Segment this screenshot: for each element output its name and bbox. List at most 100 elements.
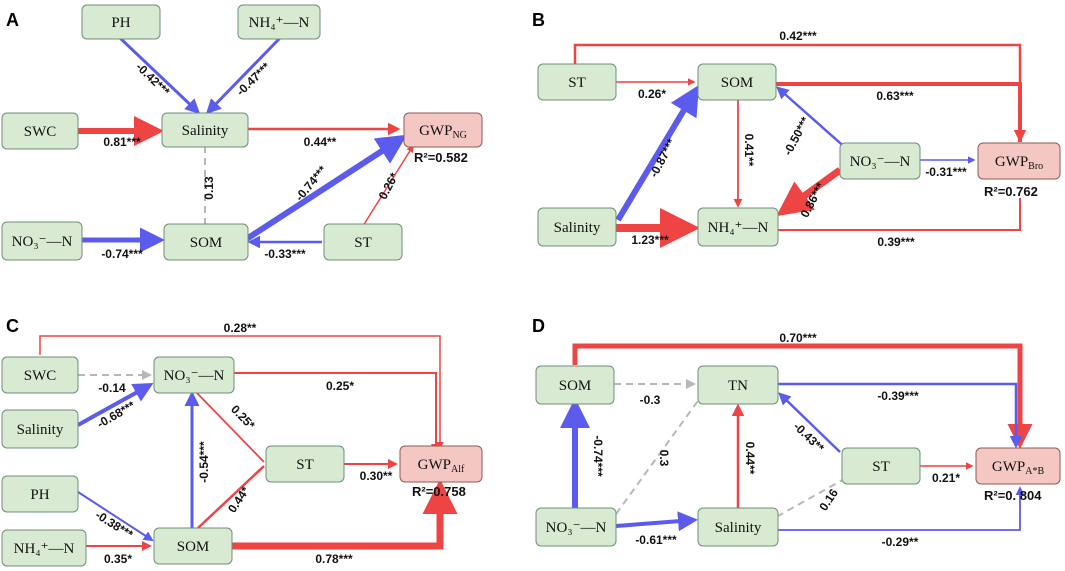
panel-a: A PH NH₄⁺—N SWC Salinity GWPNG R²=0.582 … [1, 4, 483, 261]
coef-d-no3-tn: 0.3 [657, 450, 671, 467]
coef-d-st-salinity: 0.16 [816, 486, 841, 513]
node-b-st [537, 63, 617, 101]
coef-c-swc-no3: -0.14 [98, 381, 126, 395]
coef-c-ph-som: -0.38*** [93, 508, 136, 542]
edge-b-no3-nh4 [776, 167, 843, 217]
node-b-gwp [977, 142, 1061, 180]
edge-a-nh4-salinity [205, 36, 282, 115]
coef-c-som-gwp: 0.78*** [315, 552, 353, 566]
r2-d: R²=0. 804 [984, 488, 1042, 503]
edge-c-no3-gwp [232, 372, 441, 454]
panel-label-b: B [532, 10, 545, 30]
edge-d-salinity-gwp [778, 486, 1025, 531]
panel-label-d: D [532, 316, 545, 336]
edge-c-som-gwp [232, 479, 458, 550]
coef-b-salinity-som: -0.87*** [647, 136, 679, 179]
coef-d-no3-som: -0.74*** [591, 435, 605, 477]
node-b-no3 [839, 142, 921, 180]
coef-c-som-st: 0.44* [225, 484, 252, 515]
coef-c-nh4-som: 0.35* [104, 552, 132, 566]
panel-label-a: A [6, 10, 19, 30]
coef-a-ph-salinity: -0.42*** [133, 60, 173, 99]
node-b-st-label: ST [568, 75, 586, 91]
coef-a-no3-som: -0.74*** [101, 247, 143, 261]
node-b-no3-label: NO₃⁻—N [850, 154, 911, 170]
edge-d-no3-salinity [615, 511, 698, 532]
node-a-gwp [403, 112, 483, 148]
coef-c-no3-st: 0.25* [228, 402, 258, 432]
node-c-no3 [153, 356, 235, 394]
node-c-gwp [399, 445, 483, 483]
node-a-som [163, 223, 249, 261]
node-c-no3-label: NO₃⁻—N [164, 368, 225, 384]
node-c-ph-label: PH [30, 487, 49, 503]
edge-b-no3-som [776, 86, 849, 151]
edge-c-ph-som [77, 491, 154, 542]
node-a-swc [1, 112, 79, 150]
node-a-no3-label: NO₃⁻—N [12, 234, 73, 250]
coef-b-nh4-gwp: 0.39*** [877, 235, 915, 249]
coef-d-no3-salinity: -0.61*** [635, 533, 677, 547]
node-d-som [535, 365, 615, 405]
node-a-st-label: ST [354, 235, 372, 251]
panel-b: B ST SOM NO₃⁻—N GWPBro R²=0.762 Salinity… [532, 10, 1061, 249]
node-b-salinity-label: Salinity [554, 220, 601, 236]
coef-b-no3-som: -0.50*** [781, 114, 813, 157]
node-a-ph-label: PH [111, 15, 130, 31]
coef-c-som-no3: -0.54*** [197, 441, 211, 483]
coef-c-swc-gwp: 0.28** [224, 321, 257, 335]
node-c-salinity [1, 409, 79, 449]
r2-a: R²=0.582 [414, 150, 468, 165]
coef-d-som-gwp: 0.70*** [779, 331, 817, 345]
coef-c-no3-gwp: 0.25* [326, 379, 354, 393]
coef-b-st-som: 0.26* [638, 87, 666, 101]
node-b-nh4 [697, 207, 779, 247]
node-a-nh4 [237, 4, 321, 40]
edge-c-salinity-no3 [77, 383, 154, 427]
edge-d-som-gwp [572, 343, 1033, 449]
node-c-swc-label: SWC [24, 368, 57, 384]
edge-a-som-gwp [243, 134, 408, 243]
edge-b-som-gwp [776, 82, 1022, 142]
node-c-swc [1, 356, 79, 394]
coef-a-st-som: -0.33*** [264, 247, 306, 261]
node-c-nh4-label: NH₄⁺—N [14, 541, 75, 557]
edge-d-st-salinity [777, 477, 847, 517]
node-b-salinity [537, 207, 617, 247]
coef-a-salinity-som: 0.13 [202, 176, 216, 200]
node-a-nh4-label: NH₄⁺—N [249, 15, 310, 31]
panel-c: C SWC NO₃⁻—N Salinity ST GWPAlf R²=0.758… [1, 316, 483, 567]
node-b-gwp-label: GWPBro [995, 154, 1043, 172]
node-d-st-label: ST [872, 459, 890, 475]
edge-a-ph-salinity [118, 36, 201, 115]
node-d-som-label: SOM [559, 378, 592, 394]
coef-a-salinity-gwp: 0.44** [304, 135, 337, 149]
coef-d-salinity-tn: 0.44** [743, 442, 757, 475]
node-c-som-label: SOM [177, 539, 210, 555]
node-b-nh4-label: NH₄⁺—N [708, 220, 769, 236]
r2-c: R²=0.758 [412, 484, 466, 499]
coef-b-som-nh4: 0.41** [742, 134, 756, 167]
node-d-salinity-label: Salinity [715, 520, 762, 536]
edge-a-st-gwp [362, 144, 414, 227]
coef-b-st-gwp: 0.42*** [779, 29, 817, 43]
node-a-gwp-label: GWPNG [419, 123, 467, 141]
coef-a-st-gwp: 0.26* [376, 170, 402, 202]
edge-d-st-tn [778, 392, 841, 453]
node-d-no3-label: NO₃⁻—N [546, 520, 607, 536]
node-d-tn-label: TN [728, 378, 748, 394]
edge-b-salinity-som [615, 84, 700, 222]
node-c-st [265, 445, 345, 483]
edge-d-tn-gwp [778, 382, 1023, 449]
node-c-som [153, 527, 233, 565]
edge-c-no3-st [195, 391, 265, 463]
coef-b-som-gwp: 0.63*** [876, 89, 914, 103]
coef-a-swc-salinity: 0.81*** [103, 135, 141, 149]
node-a-salinity-label: Salinity [182, 123, 229, 139]
coef-b-no3-gwp: -0.31*** [925, 165, 967, 179]
node-a-ph [81, 4, 161, 40]
node-c-gwp-label: GWPAlf [418, 457, 465, 475]
node-c-salinity-label: Salinity [17, 422, 64, 438]
coef-d-salinity-gwp: -0.29** [882, 535, 919, 549]
